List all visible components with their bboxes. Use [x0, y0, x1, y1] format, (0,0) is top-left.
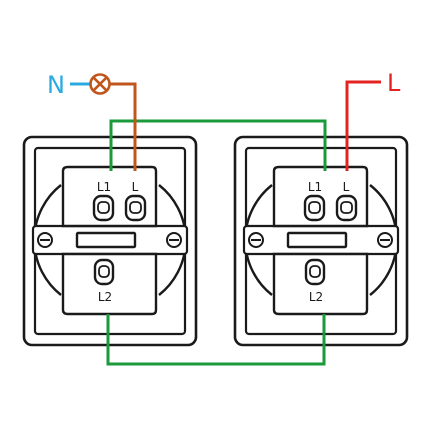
neutral-label: N: [47, 71, 65, 99]
switch-right-terminal-l1-screw-head: [308, 201, 321, 214]
switch-right-label-slot: [286, 231, 348, 249]
switch-right-terminal-l1-label: L1: [308, 180, 322, 194]
lamp-cross-icon: [89, 73, 111, 95]
switch-left-terminal-l2-label: L2: [98, 290, 112, 304]
switch-right-screw-right: [377, 232, 393, 248]
switch-right-terminal-l-label: L: [343, 180, 350, 194]
switch-right-terminal-l2-label: L2: [309, 290, 323, 304]
switch-left-terminal-l-screw-head: [129, 201, 142, 214]
traveller-wire-l2: [106, 314, 326, 366]
switch-left-label-slot: [75, 231, 137, 249]
live-wire: [345, 80, 381, 171]
switch-left-screw-left: [37, 232, 53, 248]
lamp-wire: [110, 82, 137, 171]
switch-left-screw-right: [166, 232, 182, 248]
switch-right: L1 L L2: [233, 135, 409, 347]
switch-right-screw-left: [248, 232, 264, 248]
live-label: L: [387, 69, 401, 97]
switch-right-terminal-l2-screw-head: [309, 265, 321, 278]
switch-right-terminal-l-screw-head: [340, 201, 353, 214]
switch-left-terminal-l2-screw-head: [98, 265, 110, 278]
switch-left-terminal-l1-screw-head: [97, 201, 110, 214]
traveller-wire-l1: [109, 119, 327, 171]
switch-left-terminal-l-label: L: [132, 180, 139, 194]
switch-left-terminal-l1-label: L1: [97, 180, 111, 194]
switch-left: L1 L L2: [22, 135, 198, 347]
